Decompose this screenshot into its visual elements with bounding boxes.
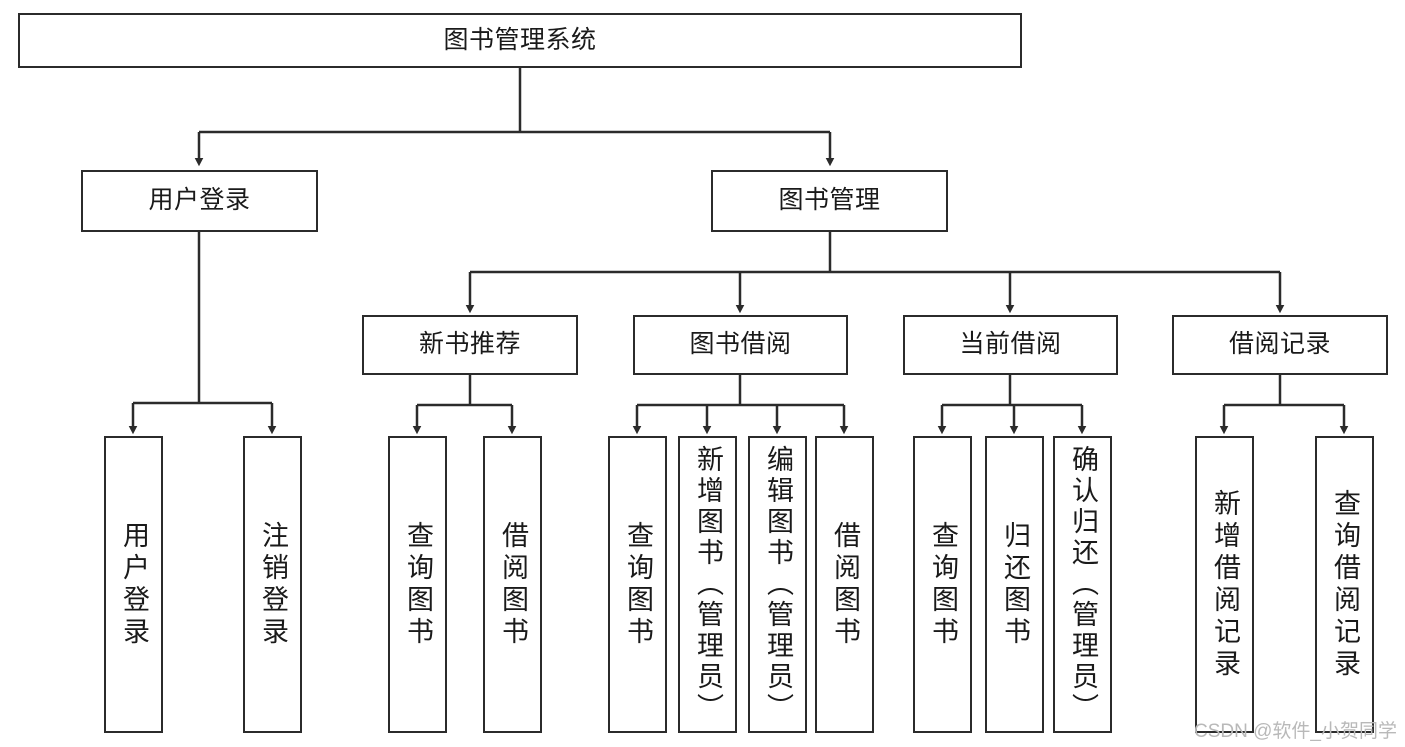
node-book-borrow[interactable]: 图书借阅	[633, 315, 848, 375]
leaf-records-query-record[interactable]: 查询借阅记录	[1315, 436, 1374, 733]
node-borrow-records[interactable]: 借阅记录	[1172, 315, 1388, 375]
node-label: 确认归还（管理员）	[1068, 445, 1098, 724]
node-label: 图书管理	[778, 186, 881, 215]
node-label: 图书管理系统	[443, 25, 597, 54]
leaf-user-login-login[interactable]: 用户登录	[104, 436, 163, 733]
leaf-current-query-book[interactable]: 查询图书	[913, 436, 972, 733]
node-label: 借阅记录	[1228, 330, 1331, 359]
node-label: 借阅图书	[498, 520, 528, 649]
leaf-new-book-borrow[interactable]: 借阅图书	[483, 436, 542, 733]
node-label: 新书推荐	[418, 330, 521, 359]
leaf-user-login-logout[interactable]: 注销登录	[243, 436, 302, 733]
node-user-login[interactable]: 用户登录	[81, 170, 318, 232]
leaf-borrow-edit-book-admin[interactable]: 编辑图书（管理员）	[748, 436, 807, 733]
node-label: 归还图书	[1000, 520, 1030, 649]
node-new-book-recommend[interactable]: 新书推荐	[362, 315, 578, 375]
leaf-current-return-book[interactable]: 归还图书	[985, 436, 1044, 733]
node-label: 编辑图书（管理员）	[763, 445, 793, 724]
node-current-borrow[interactable]: 当前借阅	[903, 315, 1118, 375]
node-label: 注销登录	[258, 520, 288, 649]
leaf-borrow-query-book[interactable]: 查询图书	[608, 436, 667, 733]
leaf-current-confirm-return-admin[interactable]: 确认归还（管理员）	[1053, 436, 1112, 733]
node-label: 新增图书（管理员）	[693, 445, 723, 724]
node-label: 图书借阅	[689, 330, 792, 359]
leaf-borrow-borrow-book[interactable]: 借阅图书	[815, 436, 874, 733]
node-label: 查询图书	[928, 520, 958, 649]
node-label: 借阅图书	[830, 520, 860, 649]
leaf-new-book-query[interactable]: 查询图书	[388, 436, 447, 733]
node-label: 查询图书	[623, 520, 653, 649]
leaf-borrow-add-book-admin[interactable]: 新增图书（管理员）	[678, 436, 737, 733]
watermark-text: CSDN @软件_小贺同学	[1194, 721, 1397, 742]
node-label: 用户登录	[148, 186, 251, 215]
node-label: 新增借阅记录	[1210, 488, 1240, 681]
node-label: 用户登录	[119, 520, 149, 649]
node-root-book-management-system[interactable]: 图书管理系统	[18, 13, 1022, 68]
leaf-records-add-record[interactable]: 新增借阅记录	[1195, 436, 1254, 733]
node-label: 查询图书	[403, 520, 433, 649]
node-label: 查询借阅记录	[1330, 488, 1360, 681]
node-label: 当前借阅	[959, 330, 1062, 359]
node-book-management[interactable]: 图书管理	[711, 170, 948, 232]
